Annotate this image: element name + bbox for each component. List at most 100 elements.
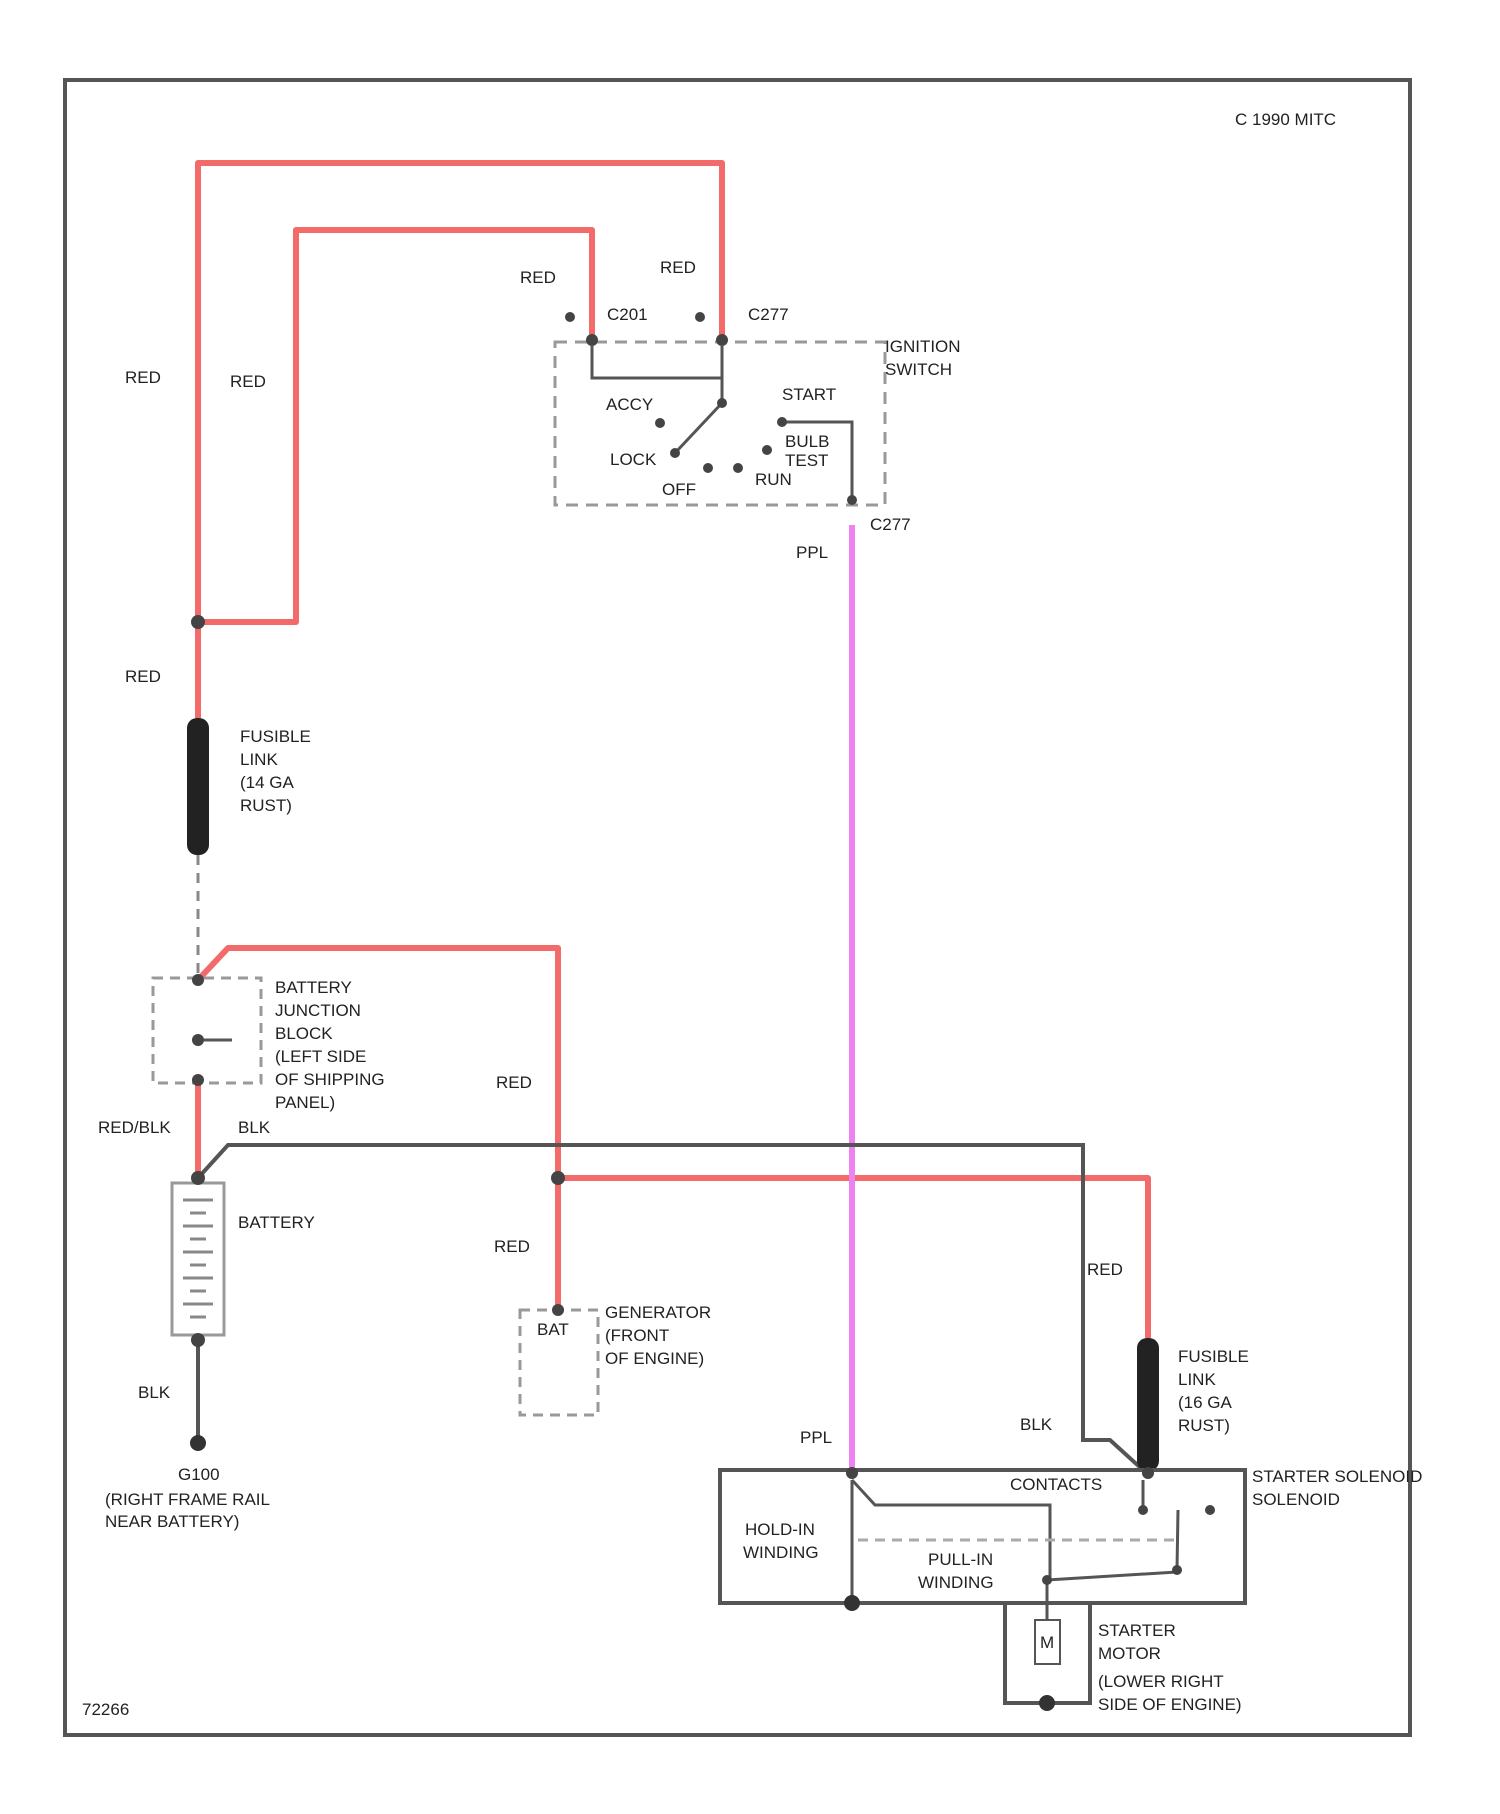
position-bulb-test-contact	[762, 445, 772, 455]
wire-label-red-3: RED	[520, 268, 556, 287]
wire-label-ppl-2: PPL	[800, 1428, 832, 1447]
position-start-contact	[777, 417, 787, 427]
junction-label-1: BATTERY	[275, 978, 352, 997]
ground-g100: G100 (RIGHT FRAME RAIL NEAR BATTERY)	[105, 1435, 270, 1531]
ground-label-3: NEAR BATTERY)	[105, 1512, 239, 1531]
fusible-link-2-label-1: FUSIBLE	[1178, 1347, 1249, 1366]
red-wire-inner-loop	[198, 230, 592, 622]
starter-motor-label-4: SIDE OF ENGINE)	[1098, 1695, 1242, 1714]
wire-label-ppl-1: PPL	[796, 543, 828, 562]
battery-cells	[183, 1200, 213, 1317]
position-label-bulb-test-1: BULB	[785, 432, 829, 451]
connector-c201: C201	[607, 305, 648, 324]
junction-label-5: OF SHIPPING	[275, 1070, 385, 1089]
battery-junction-block: BATTERY JUNCTION BLOCK (LEFT SIDE OF SHI…	[153, 974, 385, 1112]
switch-pivot	[717, 398, 727, 408]
fusible-link-2-label-4: RUST)	[1178, 1416, 1230, 1435]
generator-bat-label: BAT	[537, 1320, 569, 1339]
red-wire-splice-lower	[551, 1171, 565, 1185]
generator-bat-terminal	[552, 1304, 564, 1316]
solenoid-contact-blade	[1177, 1510, 1178, 1570]
position-lock-contact	[670, 448, 680, 458]
generator-label-3: OF ENGINE)	[605, 1349, 704, 1368]
position-accy-contact	[655, 418, 665, 428]
switch-internal-links	[592, 345, 852, 498]
position-label-accy: ACCY	[606, 395, 653, 414]
starter-motor-label-3: (LOWER RIGHT	[1098, 1672, 1224, 1691]
starter-motor-label-1: STARTER	[1098, 1621, 1176, 1640]
terminal-c277-bottom	[847, 495, 857, 505]
terminal-c277	[716, 334, 728, 346]
connector-c277-bottom: C277	[870, 515, 911, 534]
junction-label-2: JUNCTION	[275, 1001, 361, 1020]
junction-label-6: PANEL)	[275, 1093, 335, 1112]
junction-terminal-bottom	[192, 1074, 204, 1086]
ground-label-2: (RIGHT FRAME RAIL	[105, 1490, 270, 1509]
starter-motor-symbol-label: M	[1040, 1633, 1054, 1652]
battery: BATTERY	[172, 1171, 315, 1347]
position-label-off: OFF	[662, 480, 696, 499]
pull-in-winding-label-1: PULL-IN	[928, 1550, 993, 1569]
solenoid-ground-splice	[844, 1595, 860, 1611]
fusible-link-2: FUSIBLE LINK (16 GA RUST)	[1137, 1338, 1249, 1471]
fusible-link-2-body	[1137, 1338, 1159, 1471]
ignition-switch: C201 C277 IGNITION SWITCH START ACCY LOC…	[555, 305, 961, 534]
wire-label-red-4: RED	[660, 258, 696, 277]
terminal-c201-outer	[565, 312, 575, 322]
contacts-lower-terminal	[1172, 1565, 1182, 1575]
fusible-link-2-label-2: LINK	[1178, 1370, 1216, 1389]
wire-label-blk-2: BLK	[138, 1383, 171, 1402]
pull-in-winding-label-2: WINDING	[918, 1573, 994, 1592]
figure-id: 72266	[82, 1700, 129, 1719]
position-label-bulb-test-2: TEST	[785, 451, 828, 470]
position-run-contact	[733, 463, 743, 473]
connector-c277-top: C277	[748, 305, 789, 324]
switch-bus	[592, 345, 722, 378]
fusible-link-1: FUSIBLE LINK (14 GA RUST)	[187, 718, 311, 855]
hold-in-winding-label-1: HOLD-IN	[745, 1520, 815, 1539]
starter-solenoid: STARTER SOLENOID SOLENOID CONTACTS HOLD-…	[720, 1467, 1422, 1620]
battery-junction-block-box	[153, 978, 261, 1083]
wire-label-red-2: RED	[230, 372, 266, 391]
wire-label-blk-1: BLK	[238, 1118, 271, 1137]
position-label-lock: LOCK	[610, 450, 657, 469]
red-wire-splice-upper	[191, 615, 205, 629]
battery-label: BATTERY	[238, 1213, 315, 1232]
fusible-link-1-label-4: RUST)	[240, 796, 292, 815]
starter-motor-label-2: MOTOR	[1098, 1644, 1161, 1663]
junction-label-3: BLOCK	[275, 1024, 333, 1043]
starter-solenoid-label-2: SOLENOID	[1252, 1490, 1340, 1509]
contacts-label: CONTACTS	[1010, 1475, 1102, 1494]
solenoid-b-terminal	[1142, 1467, 1154, 1479]
battery-body	[172, 1183, 224, 1335]
pull-in-terminal	[1042, 1575, 1052, 1585]
switch-blade	[675, 403, 722, 453]
corner-label: C 1990 MITC	[1235, 110, 1336, 129]
starter-solenoid-label-1: STARTER SOLENOID	[1252, 1467, 1422, 1486]
solenoid-s-terminal	[846, 1467, 858, 1479]
terminal-c201	[586, 334, 598, 346]
hold-in-winding-label-2: WINDING	[743, 1543, 819, 1562]
ignition-switch-label-line-1: IGNITION	[885, 337, 961, 356]
starter-motor: M STARTER MOTOR (LOWER RIGHT SIDE OF ENG…	[1005, 1603, 1242, 1714]
diagram-frame	[65, 80, 1410, 1735]
ignition-switch-label-line-2: SWITCH	[885, 360, 952, 379]
solenoid-output-bus	[1047, 1572, 1177, 1580]
wire-label-red-7: RED	[494, 1237, 530, 1256]
fusible-link-1-label-2: LINK	[240, 750, 278, 769]
fusible-link-2-label-3: (16 GA	[1178, 1393, 1233, 1412]
battery-negative-terminal	[191, 1333, 205, 1347]
generator-label-2: (FRONT	[605, 1326, 669, 1345]
wire-label-red-blk: RED/BLK	[98, 1118, 171, 1137]
generator-label-1: GENERATOR	[605, 1303, 711, 1322]
fusible-link-1-label-1: FUSIBLE	[240, 727, 311, 746]
starter-motor-ground	[1039, 1695, 1055, 1711]
solenoid-internal-wiring	[852, 1480, 1178, 1620]
position-label-run: RUN	[755, 470, 792, 489]
junction-terminal-middle	[192, 1034, 204, 1046]
battery-positive-terminal	[191, 1171, 205, 1185]
wire-label-red-6: RED	[496, 1073, 532, 1092]
ground-label-1: G100	[178, 1465, 220, 1484]
position-label-start: START	[782, 385, 836, 404]
junction-label-4: (LEFT SIDE	[275, 1047, 366, 1066]
